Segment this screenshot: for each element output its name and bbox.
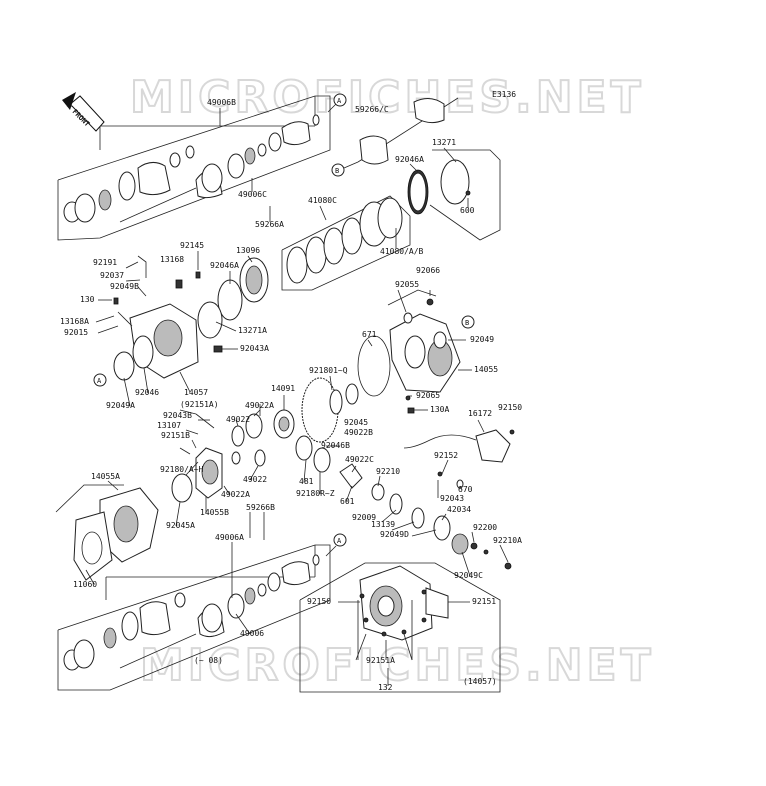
part-label-p14055A: 14055A: [91, 472, 120, 481]
part-label-p92210A: 92210A: [493, 536, 522, 545]
part-label-p11060: 11060: [73, 580, 97, 589]
part-label-p92180AH: 92180/A~H: [160, 465, 204, 474]
part-label-p92151A_paren: (92151A): [180, 400, 219, 409]
part-label-p92151A_bot: 92151A: [366, 656, 395, 665]
part-label-p92065: 92065: [416, 391, 440, 400]
part-label-p92043A: 92043A: [240, 344, 269, 353]
part-label-p49022A_top: 49022A: [245, 401, 274, 410]
lower-axle-frame: A: [57, 533, 347, 691]
part-label-p41080AB: 41080/A/B: [380, 247, 424, 256]
part-label-p13096: 13096: [236, 246, 260, 255]
part-label-p92055: 92055: [395, 280, 419, 289]
part-label-p14055: 14055: [474, 365, 498, 374]
right-axle-parts: B: [331, 97, 459, 177]
diagram-code: E3136: [492, 90, 516, 99]
part-label-p14055B: 14055B: [200, 508, 229, 517]
part-label-p13168_top: 13168: [160, 255, 184, 264]
part-label-p92066: 92066: [416, 266, 440, 275]
part-label-p49022_mid: 49022: [243, 475, 267, 484]
part-label-p08: (~ 08): [194, 656, 223, 665]
part-label-p59266A: 59266A: [255, 220, 284, 229]
part-label-p13139: 13139: [371, 520, 395, 529]
part-label-p92145: 92145: [180, 241, 204, 250]
part-label-p601: 601: [340, 497, 355, 506]
part-label-p59266C: 59266/C: [355, 105, 389, 114]
part-label-p59266B: 59266B: [246, 503, 275, 512]
part-label-p49022A_mid: 49022A: [221, 490, 250, 499]
part-label-p49006: 49006: [240, 629, 264, 638]
part-label-p16172: 16172: [468, 409, 492, 418]
part-label-p13107: 13107: [157, 421, 181, 430]
part-label-p92049D: 92049D: [380, 530, 409, 539]
part-label-p92046: 92046: [135, 388, 159, 397]
part-label-p92049: 92049: [470, 335, 494, 344]
part-label-p132: 132: [378, 683, 393, 692]
part-label-p92210: 92210: [376, 467, 400, 476]
part-label-p92150_top: 92150: [498, 403, 522, 412]
part-label-p14057: 14057: [184, 388, 208, 397]
part-label-p481: 481: [299, 477, 314, 486]
part-label-p92046A_mid: 92046A: [210, 261, 239, 270]
part-label-p92045A: 92045A: [166, 521, 195, 530]
part-label-p92045_mid: 92045: [344, 418, 368, 427]
part-label-p42034: 42034: [447, 505, 471, 514]
part-label-p92150_bot: 92150: [307, 597, 331, 606]
part-label-p670: 670: [458, 485, 473, 494]
sensor-16172: [403, 429, 515, 489]
clutch-pack-frame: [281, 195, 411, 291]
part-label-p14091: 14091: [271, 384, 295, 393]
part-label-p49022C: 49022C: [345, 455, 374, 464]
part-label-p49006C: 49006C: [238, 190, 267, 199]
part-label-p13271: 13271: [432, 138, 456, 147]
part-label-p92151_bot: 92151: [472, 597, 496, 606]
part-label-p49006B: 49006B: [207, 98, 236, 107]
seal-frame: [407, 149, 501, 241]
part-labels: 49006B59266/C1327192046A49006C41080C6005…: [60, 98, 522, 692]
watermark-top: MICROFICHES.NET: [130, 72, 645, 123]
watermark-bottom: MICROFICHES.NET: [140, 640, 655, 691]
part-label-p92049A: 92049A: [106, 401, 135, 410]
front-arrow-icon: FRONT: [62, 92, 105, 132]
part-label-p130: 130: [80, 295, 95, 304]
part-label-p92049B: 92049B: [110, 282, 139, 291]
part-label-p92152: 92152: [434, 451, 458, 460]
part-label-p92191: 92191: [93, 258, 117, 267]
part-label-p92015: 92015: [64, 328, 88, 337]
part-label-p130A: 130A: [430, 405, 449, 414]
part-label-p92037: 92037: [100, 271, 124, 280]
rear-housing-14055: B: [357, 289, 475, 414]
part-label-p92151B: 92151B: [161, 431, 190, 440]
part-label-p921801Q: 921801~Q: [309, 366, 348, 375]
part-label-p671: 671: [362, 330, 377, 339]
part-label-p92046A_top: 92046A: [395, 155, 424, 164]
callout-a-bot: A: [337, 537, 342, 545]
part-label-p92049C: 92049C: [454, 571, 483, 580]
callout-a-top: A: [337, 97, 342, 105]
part-label-p49006A: 49006A: [215, 533, 244, 542]
callout-b-top: B: [335, 167, 339, 175]
part-label-p92009: 92009: [352, 513, 376, 522]
part-label-p49022B: 49022B: [344, 428, 373, 437]
front-housing: A: [93, 255, 269, 387]
part-label-p92043: 92043: [440, 494, 464, 503]
part-label-p600: 600: [460, 206, 475, 215]
part-label-p49022_top: 49022: [226, 415, 250, 424]
part-label-p92200: 92200: [473, 523, 497, 532]
part-label-p14057_paren: (14057): [463, 677, 497, 686]
part-label-p13271A: 13271A: [238, 326, 267, 335]
part-label-p92046B: 92046B: [321, 441, 350, 450]
left-housing-14055A: [55, 484, 159, 581]
part-label-p92180RZ: 92180R~Z: [296, 489, 335, 498]
upper-axle-parts: A: [63, 93, 347, 223]
callout-b-mid: B: [465, 319, 469, 327]
part-label-p92043B: 92043B: [163, 411, 192, 420]
ring-gear-cluster: [171, 377, 512, 570]
part-label-p13168A: 13168A: [60, 317, 89, 326]
lower-axle-parts: [63, 554, 320, 671]
part-label-p41080C: 41080C: [308, 196, 337, 205]
gearcase-assembly: [299, 562, 501, 693]
callout-a-mid: A: [97, 377, 102, 385]
leader-lines: [85, 108, 509, 686]
